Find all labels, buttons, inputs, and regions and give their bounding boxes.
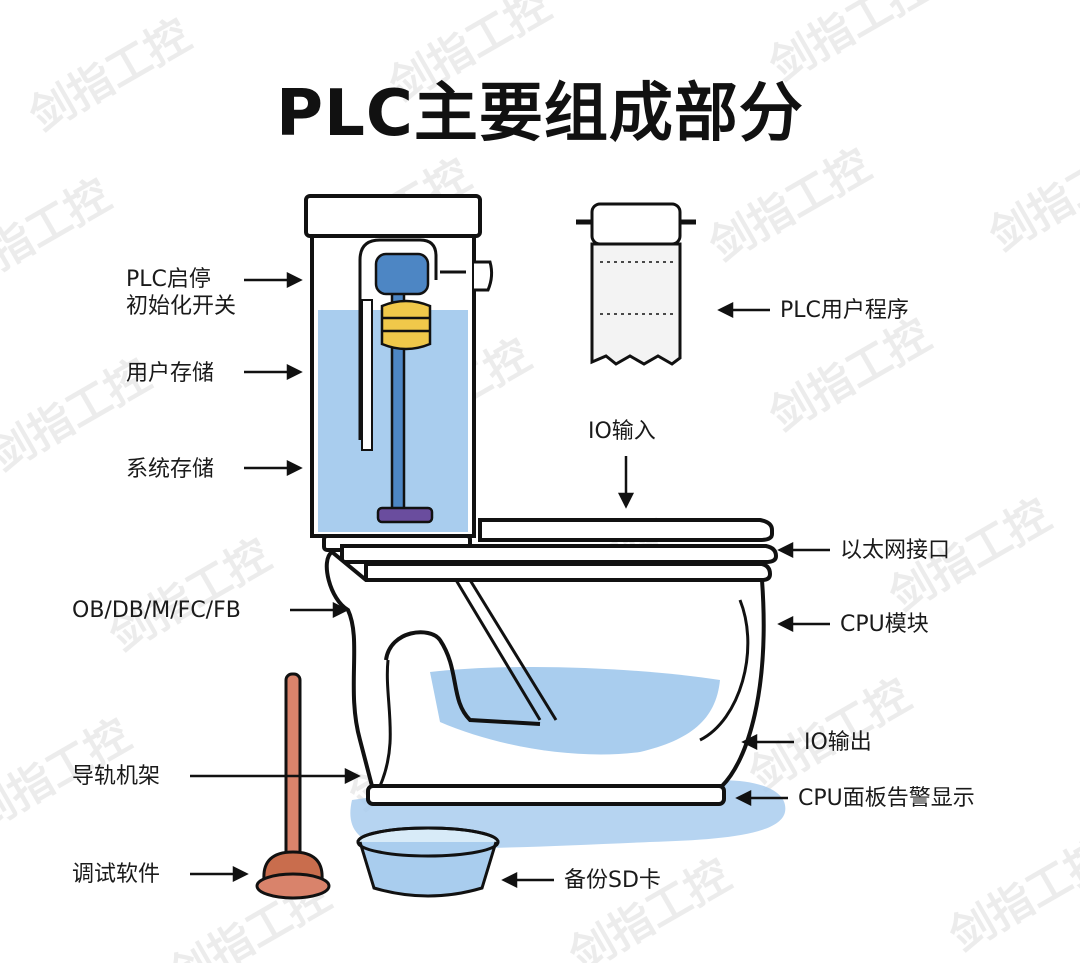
toilet-bowl — [324, 549, 766, 806]
toilet-seat — [340, 518, 779, 582]
label-debug-software: 调试软件 — [72, 862, 161, 887]
arrow-system-storage — [244, 459, 303, 477]
toilet-paper-roll — [576, 202, 696, 366]
label-plc-start-stop: PLC启停 初始化开关 — [126, 266, 236, 320]
label-io-output: IO输出 — [804, 730, 872, 755]
arrow-rail-rack — [190, 767, 361, 785]
arrow-ob-db — [290, 601, 349, 619]
label-plc-user-program: PLC用户程序 — [780, 298, 909, 323]
label-plc-start-stop-line1: PLC启停 — [126, 267, 211, 292]
plunger — [255, 672, 331, 900]
label-rail-rack: 导轨机架 — [72, 764, 161, 789]
label-cpu-panel-alarm: CPU面板告警显示 — [798, 786, 975, 811]
label-backup-sd: 备份SD卡 — [564, 868, 661, 893]
arrow-io-input — [617, 456, 635, 509]
arrow-debug-software — [190, 865, 249, 883]
label-user-storage: 用户存储 — [126, 361, 215, 386]
label-ethernet-port: 以太网接口 — [840, 538, 951, 563]
label-plc-start-stop-line2: 初始化开关 — [126, 294, 237, 319]
arrow-io-output — [741, 733, 794, 751]
basin — [356, 826, 500, 898]
arrow-cpu-panel — [735, 789, 788, 807]
arrow-plc-start-stop — [244, 271, 303, 289]
arrows — [190, 271, 830, 889]
arrow-cpu-module — [777, 615, 830, 633]
label-io-input: IO输入 — [588, 419, 656, 444]
flush-valve — [374, 252, 434, 524]
label-cpu-module: CPU模块 — [840, 612, 929, 637]
arrow-user-storage — [244, 363, 303, 381]
arrow-backup-sd — [501, 871, 554, 889]
label-system-storage: 系统存储 — [126, 457, 215, 482]
diagram-title: PLC主要组成部分 — [276, 77, 804, 151]
label-ob-db: OB/DB/M/FC/FB — [72, 598, 241, 623]
arrow-plc-user-program — [717, 301, 770, 319]
arrow-ethernet-port — [777, 541, 830, 559]
